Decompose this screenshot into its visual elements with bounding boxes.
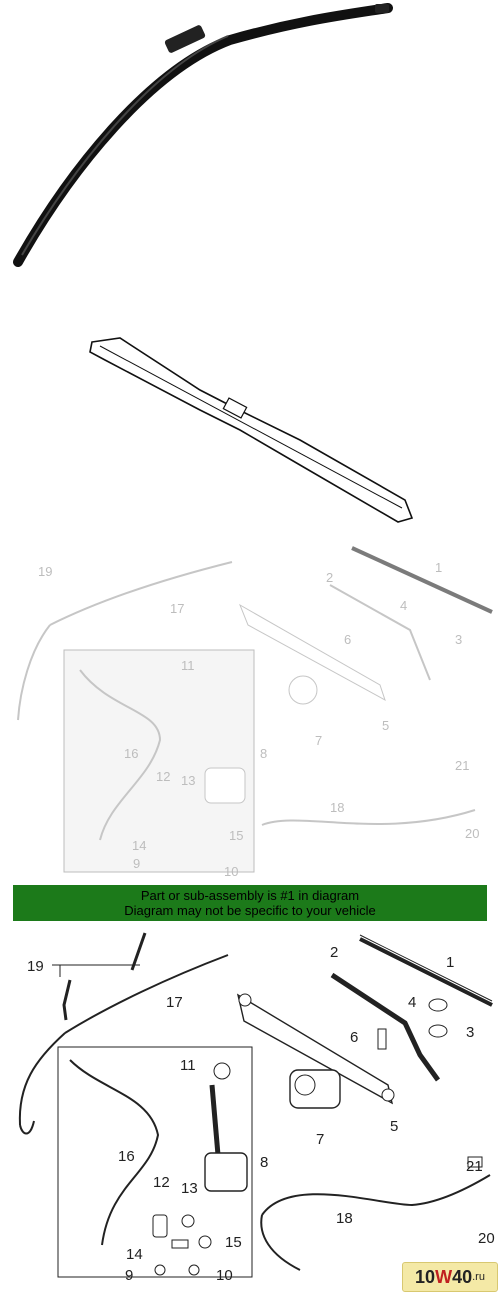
callout-11: 11 (180, 1057, 196, 1074)
callout-9: 9 (125, 1267, 133, 1284)
svg-text:9: 9 (133, 856, 140, 871)
parts-diagram: 1 2 3 4 5 6 7 8 9 10 11 12 13 14 15 16 1… (18, 932, 495, 1284)
callout-6: 6 (350, 1029, 358, 1046)
banner-line-2: Diagram may not be specific to your vehi… (124, 903, 376, 918)
callout-21: 21 (466, 1158, 483, 1175)
callout-3: 3 (466, 1024, 474, 1041)
callout-10: 10 (216, 1267, 233, 1284)
callout-16: 16 (118, 1148, 135, 1165)
hose-17 (64, 954, 229, 1034)
svg-text:15: 15 (229, 828, 243, 843)
linkage (236, 993, 394, 1105)
svg-text:7: 7 (315, 733, 322, 748)
svg-text:10: 10 (224, 864, 238, 879)
hose-18 (261, 1174, 491, 1216)
callout-2: 2 (330, 944, 338, 961)
svg-text:19: 19 (38, 564, 52, 579)
svg-text:6: 6 (344, 632, 351, 647)
diagram-faded-group (17, 546, 493, 873)
svg-text:1: 1 (435, 560, 442, 575)
callout-labels: 1 2 3 4 5 6 7 8 9 10 11 12 13 14 15 16 1… (27, 944, 495, 1284)
wiper-blade-drawing (89, 337, 414, 523)
svg-text:3: 3 (455, 632, 462, 647)
svg-text:2: 2 (326, 570, 333, 585)
svg-text:12: 12 (156, 769, 170, 784)
svg-text:18: 18 (330, 800, 344, 815)
callout-8: 8 (260, 1154, 268, 1171)
callout-4: 4 (408, 994, 416, 1011)
callout-13: 13 (181, 1180, 198, 1197)
svg-text:8: 8 (260, 746, 267, 761)
callout-5: 5 (390, 1118, 398, 1135)
svg-text:11: 11 (181, 658, 195, 673)
callout-19: 19 (27, 958, 44, 975)
callout-1: 1 (446, 954, 454, 971)
arm-2 (330, 972, 441, 1082)
svg-text:17: 17 (170, 601, 184, 616)
svg-text:13: 13 (181, 773, 195, 788)
svg-text:4: 4 (400, 598, 407, 613)
svg-text:14: 14 (132, 838, 146, 853)
callout-7: 7 (316, 1131, 324, 1148)
callout-17: 17 (166, 994, 183, 1011)
svg-text:21: 21 (455, 758, 469, 773)
svg-text:16: 16 (124, 746, 138, 761)
wiper-blade-photo (13, 3, 393, 267)
callout-12: 12 (153, 1174, 170, 1191)
svg-text:5: 5 (382, 718, 389, 733)
callout-18: 18 (336, 1210, 353, 1227)
banner-line-1: Part or sub-assembly is #1 in diagram (140, 888, 360, 903)
blade-1 (359, 937, 493, 1007)
svg-text:20: 20 (465, 826, 479, 841)
callout-14: 14 (126, 1246, 143, 1263)
callout-20: 20 (478, 1230, 495, 1247)
callout-15: 15 (225, 1234, 242, 1251)
info-banner: Part or sub-assembly is #1 in diagram Di… (13, 885, 487, 921)
